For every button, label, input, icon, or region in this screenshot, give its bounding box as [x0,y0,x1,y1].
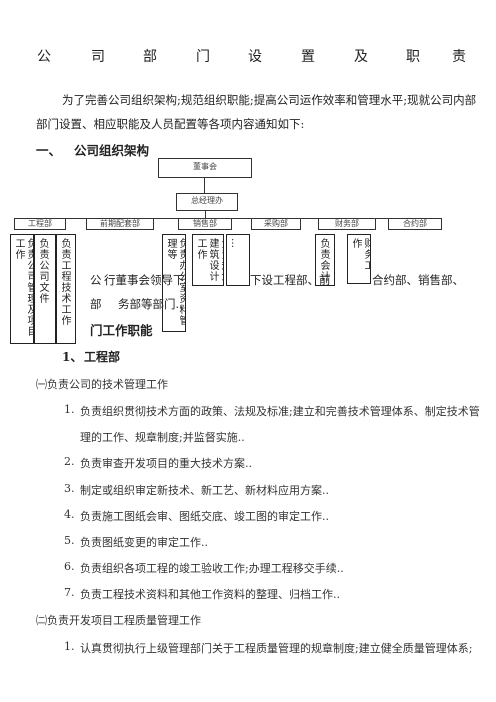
title-char: 设 [248,49,262,65]
overlap-text: 部 [90,297,102,311]
list-item-text: 理的工作、规章制度;并监督实施.. [80,431,245,444]
list-item-number: 6. [64,560,75,573]
org-duty-text: 负责工程技术工作 [59,238,70,326]
title-char: 部 [143,49,157,65]
org-duty-column: … [226,234,250,286]
org-box-finance: 财务部 [318,218,376,230]
org-box-sales: 销售部 [178,218,232,230]
list-item-text: 负责图纸变更的审定工作.. [80,536,208,549]
sub-1-title: 工程部 [84,350,121,364]
org-box-label: 销售部 [193,219,217,228]
title-char: 门 [196,49,210,65]
list-item-text: 负责组织各项工程的竣工验收工作;办理工程移交手续.. [80,562,344,575]
list-item-number: 1. [64,640,75,653]
title-char: 司 [91,49,105,65]
org-box-engineering: 工程部 [14,218,66,230]
list-item-text: 负责审查开发项目的重大技术方案.. [80,457,252,470]
intro-line-2: 部门设置、相应职能及人员配置等各项内容通知如下: [36,117,305,131]
org-box-gm-office: 总经理办 [176,193,238,211]
org-duty-text: 负责会计 [318,238,329,282]
title-char: 置 [301,49,315,65]
list-item-number: 3. [64,482,75,495]
title-char: 及 [354,49,368,65]
overlap-text: 合约部、销售部、 [372,273,464,287]
org-duty-text: 负责规划建筑设计工作 [195,238,223,282]
org-duty-text: … [229,238,240,249]
list-item-text: 制定或组织审定新技术、新工艺、新材料应用方案.. [80,484,329,497]
list-item-number: 5. [64,534,75,547]
list-item-number: 2. [64,455,75,468]
overlap-text: 务部等部门.. [118,297,183,311]
document-title: 公 司 部 门 设 置 及 职 责 [0,46,496,68]
list-item-number: 1. [64,403,75,416]
overlap-text: 行董事会领导下 [104,273,185,287]
org-box-contract: 合约部 [388,218,442,230]
org-duty-column: 负责工程技术工作 [56,234,76,344]
org-duty-column: 负责会计 [315,234,335,286]
org-duty-text: 负责公司文件 [37,238,48,304]
section-1-title: 公司组织架构 [74,143,150,158]
title-char: 公 [37,49,51,65]
list-item-number: 4. [64,508,75,521]
list-item-text: 负责工程技术资料和其他工作资料的整理、归档工作.. [80,588,340,601]
sub-1-number: 1、 [62,350,83,364]
org-duty-column: 财务工作 [347,234,371,284]
list-item-text: 认真贯彻执行上级管理部门关于工程质量管理的规章制度;建立健全质量管理体系; [80,642,473,655]
intro-line-1: 为了完善公司组织架构;规范组织职能;提高公司运作效率和管理水平;现就公司内部 [62,93,477,107]
list-item-number: 7. [64,586,75,599]
org-duty-column: 负责规划建筑设计工作 [192,234,224,286]
org-box-board: 董事会 [158,158,252,178]
title-char: 责 [452,49,466,65]
overlap-text: 公 [90,273,102,287]
org-box-label: 采购部 [264,219,288,228]
org-connector [204,177,205,193]
org-box-purchasing: 采购部 [251,218,301,230]
org-duty-text: 财务工作 [350,238,371,271]
org-box-planning: 前期配套部 [86,218,154,230]
org-box-label: 董事会 [193,162,217,171]
org-box-label: 前期配套部 [100,219,140,228]
org-box-label: 工程部 [28,219,52,228]
org-duty-text: 负责办公室资料管理等 [165,238,186,326]
org-box-label: 合约部 [403,219,427,228]
org-duty-column: 负责公司管理及项目工作 [10,234,34,344]
group-2-heading: ㈡负责开发项目工程质量管理工作 [36,614,201,627]
title-char: 职 [406,49,420,65]
list-item-text: 负责施工图纸会审、图纸交底、竣工图的审定工作.. [80,510,329,523]
org-duty-column: 负责办公室资料管理等 [162,234,186,332]
org-connector [205,210,206,218]
org-duty-column: 负责公司文件 [34,234,56,344]
org-box-label: 财务部 [335,219,359,228]
overlap-text: 下设工程部、前 [250,273,331,287]
org-box-label: 总经理办 [191,196,223,205]
group-1-heading: ㈠负责公司的技术管理工作 [36,378,168,391]
section-1-number: 一、 [36,143,62,158]
org-duty-text: 负责公司管理及项目工作 [13,238,34,337]
list-item-text: 负责组织贯彻技术方面的政策、法规及标准;建立和完善技术管理体系、制定技术管 [80,405,480,418]
section-2-title: 门工作职能 [90,323,153,338]
